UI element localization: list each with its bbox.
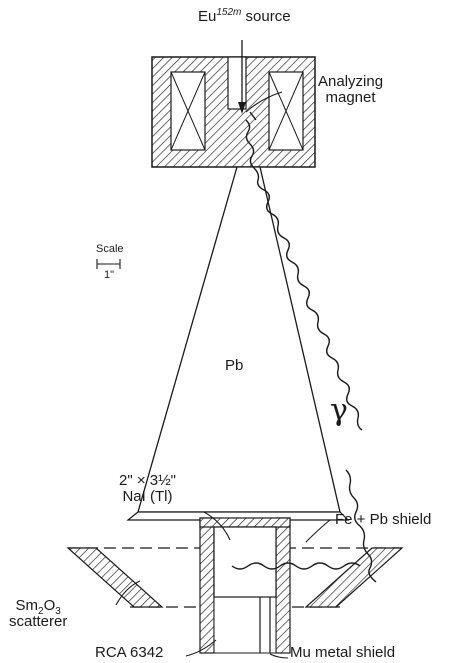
scale-bar (96, 259, 121, 269)
scale-value: 1" (104, 269, 115, 281)
crystal-label-line2: NaI (Tl) (122, 488, 173, 505)
scatterer-sm: Sm (15, 597, 39, 614)
gamma-ray-path (231, 111, 377, 583)
scatterer-sub2: 3 (55, 606, 61, 617)
magnet-coil-right (268, 71, 304, 151)
scatterer-o: O (43, 597, 56, 614)
crystal-label-line1: 2" × 3½" (119, 472, 176, 489)
detector-assembly (199, 517, 291, 654)
samarium-oxide-scatterer (66, 547, 404, 608)
magnet-leader (245, 91, 283, 113)
lead-cone (126, 166, 350, 521)
crystal-label: 2" × 3½" NaI (Tl) (119, 473, 176, 505)
scatterer-leader (115, 580, 141, 606)
mu-shield-leader (269, 653, 289, 659)
nai-crystal (213, 526, 277, 598)
source-mass: 152m (216, 7, 242, 18)
magnet-coil-left (170, 71, 206, 151)
magnet-label-line1: Analyzing (318, 73, 384, 90)
scatterer-word: scatterer (9, 613, 68, 630)
mu-shield-label: Mu metal shield (290, 644, 396, 661)
tube-label: RCA 6342 (95, 644, 164, 661)
magnet-label-line2: magnet (325, 89, 376, 106)
tube-leader (185, 639, 217, 657)
source-word: source (245, 8, 291, 25)
crystal-leader (203, 511, 231, 541)
source-label: Eu152m source (198, 7, 291, 25)
shield-label: Fe + Pb shield (335, 511, 432, 528)
source-element: Eu (198, 8, 217, 25)
analyzing-magnet (151, 56, 316, 168)
leader-lines (115, 91, 331, 659)
lead-label: Pb (225, 357, 244, 374)
scatterer-sub1: 2 (38, 606, 44, 617)
scale-label: Scale (96, 243, 124, 255)
gamma-label: γ (330, 393, 348, 428)
scatterer-label: Sm2O3 scatterer (9, 598, 67, 630)
magnet-label: Analyzing magnet (318, 74, 383, 106)
source-arrow (238, 40, 246, 114)
shield-leader (305, 519, 331, 543)
